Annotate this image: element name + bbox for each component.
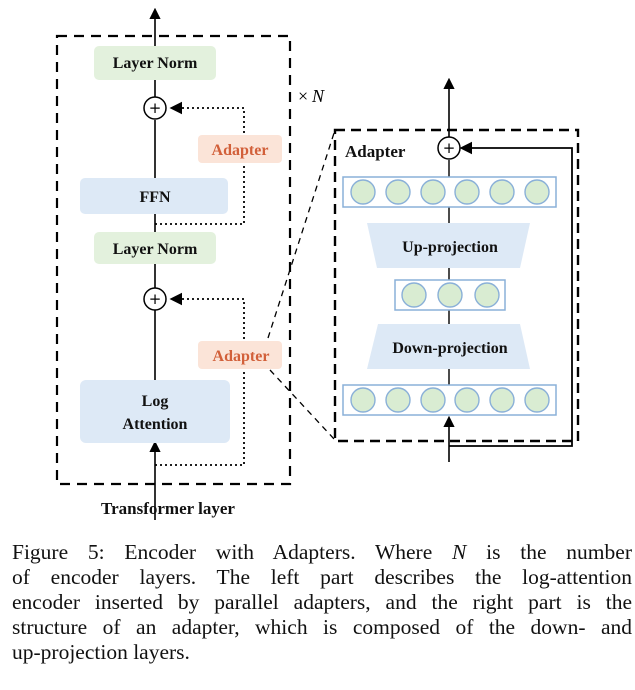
zoom-line-top: [267, 129, 336, 339]
neuron-icon: [474, 282, 500, 308]
neuron-icon: [437, 282, 463, 308]
adapter-top-dotted-path: [155, 101, 245, 225]
neuron-icon: [350, 179, 376, 205]
up-projection-layer: [367, 223, 530, 268]
layer-norm-top-box: [94, 46, 216, 80]
bottleneck-neurons: [401, 282, 500, 308]
neuron-icon: [524, 387, 550, 413]
repeat-n-variable: N: [311, 86, 325, 106]
layer-norm-top-label: Layer Norm: [113, 55, 198, 72]
neuron-icon: [454, 387, 480, 413]
input-neurons: [350, 387, 550, 413]
caption-line-3: encoder inserted by parallel adapters, a…: [12, 590, 632, 614]
adapter-bottom-dotted-path: [155, 292, 245, 466]
log-attention-label-line1: Log: [142, 393, 169, 410]
log-attention-box: [80, 380, 230, 443]
down-projection-label: Down-projection: [392, 340, 507, 357]
caption-line-5: up-projection layers.: [12, 640, 190, 664]
adapter-bottom-label: Adapter: [213, 348, 270, 365]
neuron-icon: [454, 179, 480, 205]
ffn-box: [80, 178, 228, 214]
plus-bottom-symbol: +: [149, 290, 162, 308]
caption-line-4: structure of an adapter, which is compos…: [12, 615, 632, 639]
neuron-icon: [401, 282, 427, 308]
caption-line-1-pre: Figure 5: Encoder with Adapters. Where: [12, 540, 453, 564]
figure-caption: Figure 5: Encoder with Adapters. Where N…: [12, 540, 632, 665]
adapter-detail-dashed-frame: [333, 128, 580, 443]
residual-add-bottom-icon: [143, 287, 167, 311]
caption-n-variable: N: [452, 540, 467, 564]
layer-norm-mid-label: Layer Norm: [113, 241, 198, 258]
output-neurons: [350, 179, 550, 205]
caption-line-2: of encoder layers. The left part describ…: [12, 565, 632, 589]
log-attention-label-line2: Attention: [123, 416, 188, 433]
neuron-icon: [385, 179, 411, 205]
encoder-adapter-diagram: Layer Norm Adapter FFN Layer Norm Adapte…: [55, 7, 580, 520]
up-projection-label: Up-projection: [402, 239, 498, 256]
down-projection-layer: [367, 324, 530, 369]
residual-add-top-icon: [143, 96, 167, 120]
transformer-layer-label: Transformer layer: [101, 499, 235, 518]
ffn-label: FFN: [139, 189, 171, 206]
neuron-icon: [524, 179, 550, 205]
adapter-skip-connection: [449, 141, 573, 447]
adapter-plus-symbol: +: [443, 139, 456, 157]
caption-line-1-post: is the number: [466, 540, 632, 564]
adapter-detail-title: Adapter: [345, 142, 406, 161]
input-neuron-layer: [342, 384, 557, 416]
neuron-icon: [350, 387, 376, 413]
layer-norm-mid-box: [94, 232, 216, 264]
output-neuron-layer: [342, 176, 557, 208]
adapter-bottom-box: [198, 341, 282, 369]
neuron-icon: [420, 387, 446, 413]
repeat-times-symbol: ×: [298, 86, 308, 106]
adapter-top-box: [198, 135, 282, 163]
adapter-top-label: Adapter: [212, 142, 269, 159]
neuron-icon: [420, 179, 446, 205]
caption-line-1: Figure 5: Encoder with Adapters. Where N…: [12, 540, 632, 565]
adapter-residual-add-icon: [437, 136, 461, 160]
zoom-line-bottom: [269, 369, 336, 441]
neuron-icon: [489, 387, 515, 413]
neuron-icon: [489, 179, 515, 205]
plus-top-symbol: +: [149, 99, 162, 117]
neuron-icon: [385, 387, 411, 413]
